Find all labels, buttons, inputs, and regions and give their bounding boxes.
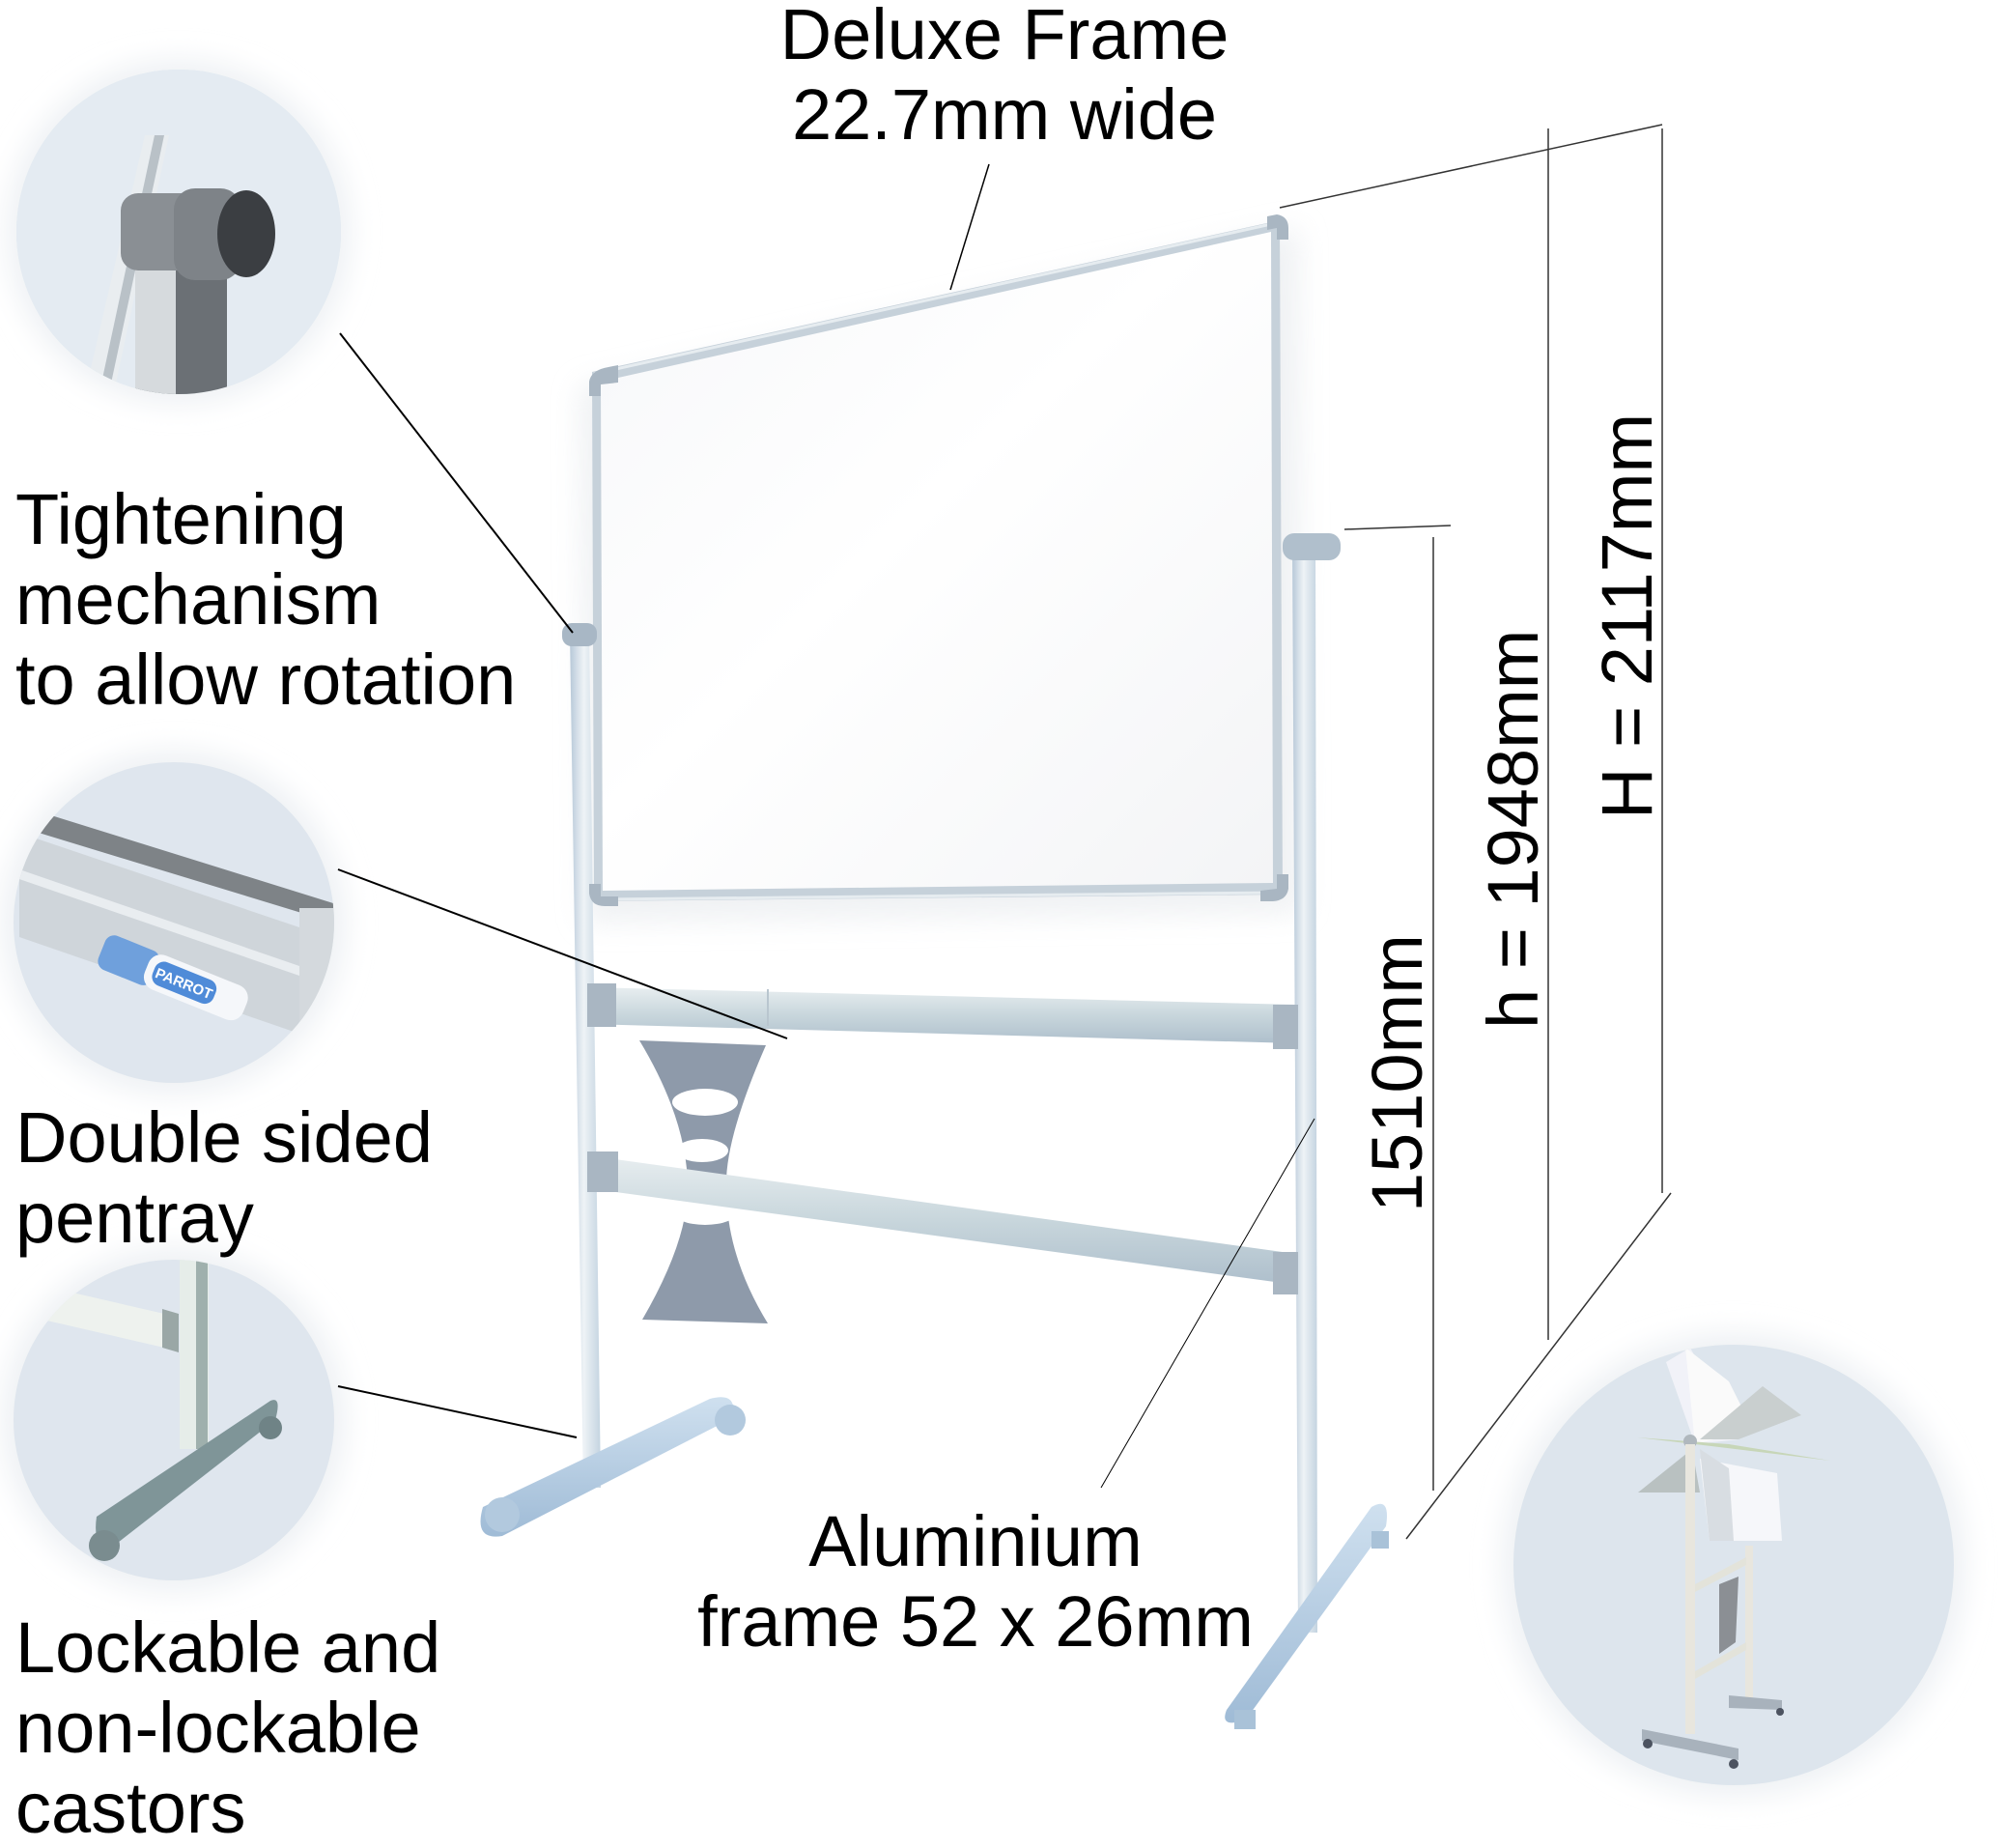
- rotation-detail-circle: [1502, 1333, 1965, 1797]
- tightening-line1: Tightening: [15, 479, 347, 559]
- dimension-lines: [1279, 124, 1672, 1540]
- tightening-label: Tightening mechanism to allow rotation: [15, 479, 516, 720]
- pentray-label: Double sided pentray: [15, 1097, 433, 1258]
- castors-line2: non-lockable: [15, 1688, 421, 1768]
- aluminium-frame-label: Aluminium frame 52 x 26mm: [657, 1501, 1294, 1662]
- castors-line1: Lockable and: [15, 1607, 441, 1688]
- aluminium-line2: frame 52 x 26mm: [697, 1581, 1254, 1662]
- board-height-dimension: 1510mm: [1357, 934, 1437, 1212]
- castors-line3: castors: [15, 1768, 246, 1848]
- whiteboard: [589, 214, 1288, 906]
- right-pivot-cap: [1283, 533, 1341, 560]
- aluminium-line1: Aluminium: [808, 1501, 1143, 1581]
- tightening-line2: mechanism: [15, 559, 382, 640]
- pentray-line1: Double sided: [15, 1097, 433, 1178]
- total-height-dimension: H = 2117mm: [1587, 412, 1667, 819]
- stand-height-dimension: h = 1948mm: [1473, 629, 1553, 1029]
- deluxe-frame-line1: Deluxe Frame: [779, 0, 1230, 74]
- lower-crossbar: [587, 1155, 1296, 1285]
- right-post: [1292, 541, 1317, 1633]
- pentray-line2: pentray: [15, 1178, 254, 1258]
- leader-lines: [337, 163, 1315, 1489]
- tightening-detail-circle: [7, 60, 351, 404]
- left-post: [570, 633, 601, 1488]
- deluxe-frame-label: Deluxe Frame 22.7mm wide: [763, 0, 1246, 155]
- whiteboard-stand: [480, 214, 1389, 1729]
- castor-detail-circle: [2, 1248, 346, 1592]
- deluxe-frame-line2: 22.7mm wide: [791, 74, 1218, 155]
- left-foot: [480, 1397, 746, 1537]
- right-foot: [1225, 1503, 1389, 1729]
- upper-crossbar: [587, 987, 1296, 1043]
- tightening-line3: to allow rotation: [15, 640, 517, 720]
- pentray-detail-circle: PARROT: [2, 751, 346, 1095]
- castors-label: Lockable and non-lockable castors: [15, 1607, 440, 1848]
